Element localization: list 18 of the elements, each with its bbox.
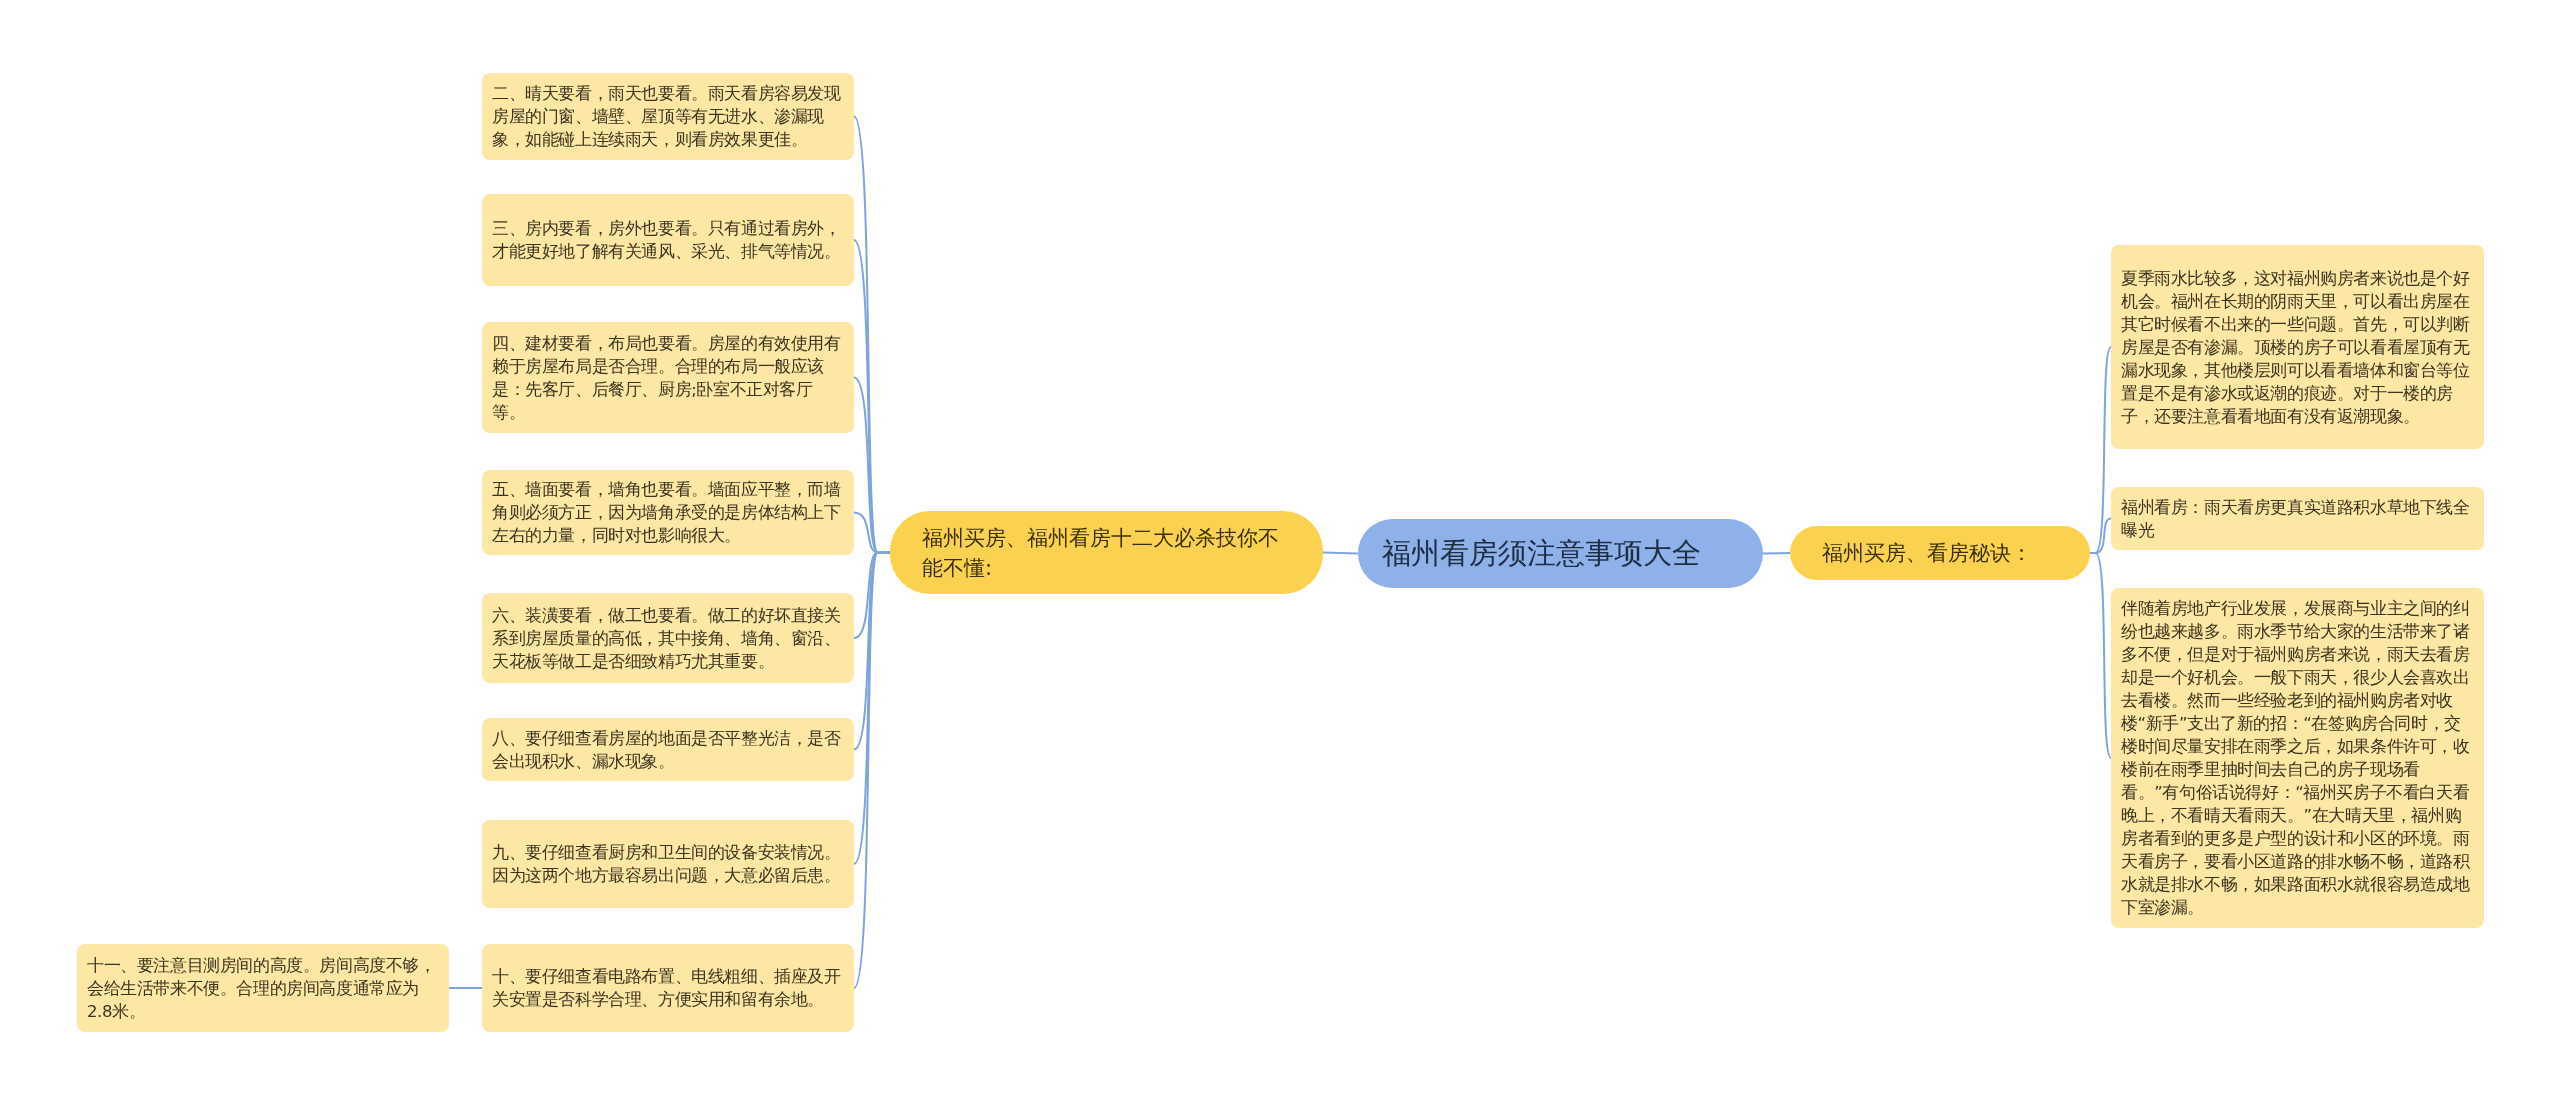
note-card: 六、装潢要看，做工也要看。做工的好坏直接关系到房屋质量的高低，其中接角、墙角、窗沿、天花板等做工是否细致精巧尤其重要。: [482, 593, 854, 683]
note-card: 夏季雨水比较多，这对福州购房者来说也是个好机会。福州在长期的阴雨天里，可以看出房屋在其它时候看不出来的一些问题。首先，可以判断房屋是否有渗漏。顶楼的房子可以看看屋顶有无漏水现象，其他楼层则可以看看墙体和窗台等位置是不是有渗水或返潮的痕迹。对于一楼的房子，还要注意看看地面有没有返潮现象。: [2111, 245, 2484, 449]
note-card: 十一、要注意目测房间的高度。房间高度不够，会给生活带来不便。合理的房间高度通常应为2.8米。: [77, 944, 449, 1032]
note-card: 八、要仔细查看房屋的地面是否平整光洁，是否会出现积水、漏水现象。: [482, 718, 854, 781]
note-card: 三、房内要看，房外也要看。只有通过看房外，才能更好地了解有关通风、采光、排气等情况。: [482, 194, 854, 286]
connector-line: [448, 987, 483, 989]
note-card: 四、建材要看，布局也要看。房屋的有效使用有赖于房屋布局是否合理。合理的布局一般应该是：先客厅、后餐厅、厨房;卧室不正对客厅等。: [482, 322, 854, 433]
branch-topic: 福州买房、福州看房十二大必杀技你不能不懂:: [890, 511, 1323, 594]
connector-line: [1322, 551, 1359, 555]
branch-topic: 福州买房、看房秘诀：: [1790, 526, 2090, 580]
note-card: 十、要仔细查看电路布置、电线粗细、插座及开关安置是否科学合理、方便实用和留有余地。: [482, 944, 854, 1032]
central-topic: 福州看房须注意事项大全: [1358, 519, 1763, 588]
note-card: 福州看房：雨天看房更真实道路积水草地下线全曝光: [2111, 487, 2484, 550]
note-card: 九、要仔细查看厨房和卫生间的设备安装情况。因为这两个地方最容易出问题，大意必留后患。: [482, 820, 854, 908]
connector-line: [1762, 552, 1791, 555]
note-card: 二、晴天要看，雨天也要看。雨天看房容易发现房屋的门窗、墙壁、屋顶等有无进水、渗漏现象，如能碰上连续雨天，则看房效果更佳。: [482, 73, 854, 160]
note-card: 五、墙面要看，墙角也要看。墙面应平整，而墙角则必须方正，因为墙角承受的是房体结构上下左右的力量，同时对也影响很大。: [482, 470, 854, 555]
note-card: 伴随着房地产行业发展，发展商与业主之间的纠纷也越来越多。雨水季节给大家的生活带来了诸多不便，但是对于福州购房者来说，雨天去看房却是一个好机会。一般下雨天，很少人会喜欢出去看楼。然而一些经验老到的福州购房者对收楼“新手”支出了新的招：“在签购房合同时，交楼时间尽量安排在雨季之后，如果条件许可，收楼前在雨季里抽时间去自己的房子现场看看。”有句俗话说得好：“福州买房子不看白天看晚上，不看晴天看雨天。”在大晴天里，福州购房者看到的更多是户型的设计和小区的环境。雨天看房子，要看小区道路的排水畅不畅，道路积水就是排水不畅，如果路面积水就很容易造成地下室渗漏。: [2111, 588, 2484, 928]
